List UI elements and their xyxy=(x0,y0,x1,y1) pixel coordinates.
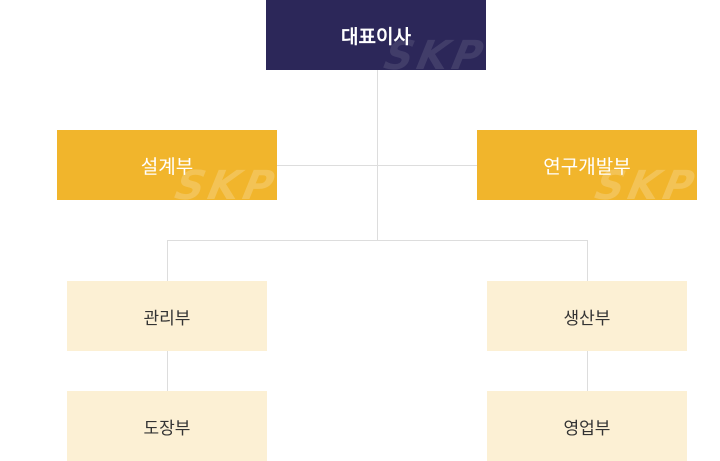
team-box-painting: 도장부 xyxy=(67,391,267,461)
ceo-box: SKP 대표이사 xyxy=(266,0,486,70)
team-label: 관리부 xyxy=(143,308,191,329)
team-label: 영업부 xyxy=(563,418,611,439)
department-label: 연구개발부 xyxy=(543,155,631,178)
department-label: 설계부 xyxy=(140,155,194,178)
ceo-label: 대표이사 xyxy=(341,25,411,48)
team-label: 도장부 xyxy=(143,418,191,439)
team-box-management: 관리부 xyxy=(67,281,267,351)
department-box-design: SKP 설계부 xyxy=(57,130,277,200)
team-box-production: 생산부 xyxy=(487,281,687,351)
department-box-rnd: SKP 연구개발부 xyxy=(477,130,697,200)
team-box-sales: 영업부 xyxy=(487,391,687,461)
team-label: 생산부 xyxy=(563,308,611,329)
